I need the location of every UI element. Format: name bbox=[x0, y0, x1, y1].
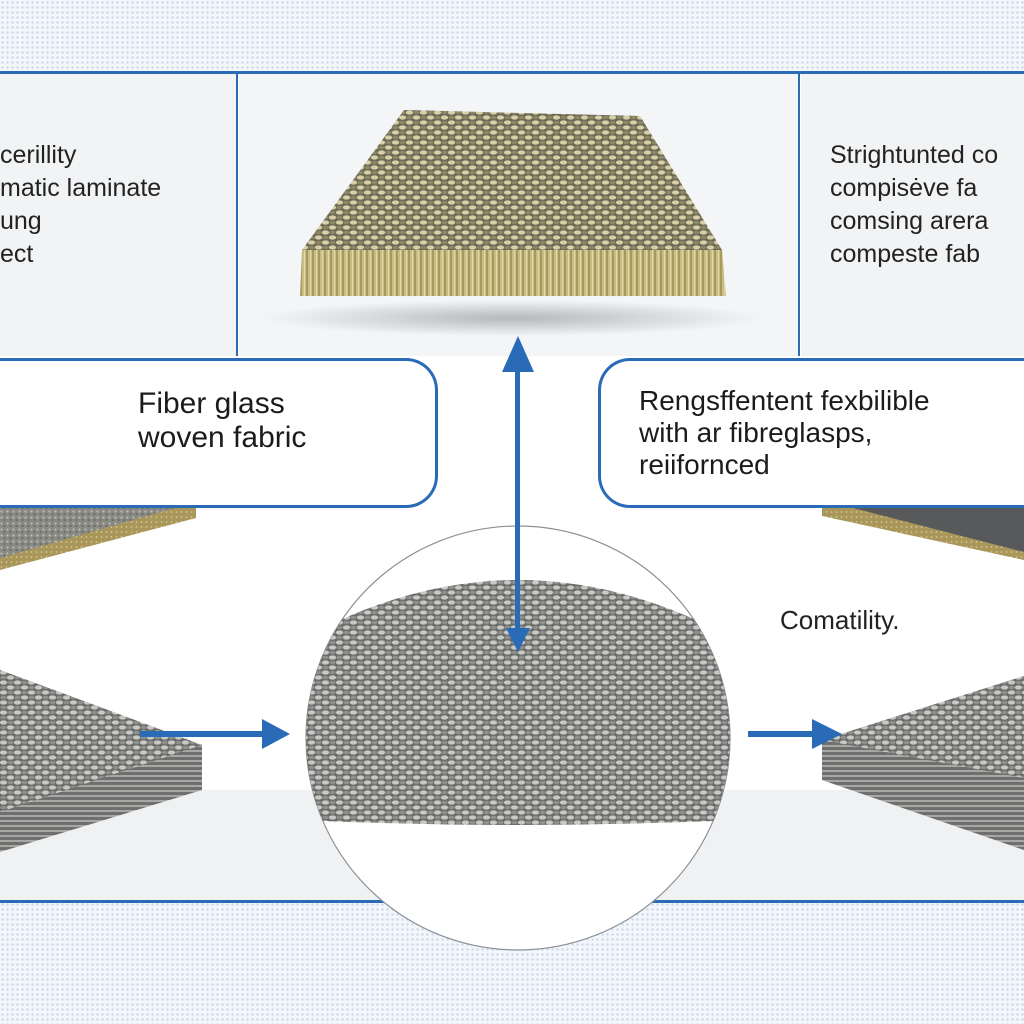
callout-line: with ar fibreglasps, bbox=[639, 417, 873, 448]
arrow-head-down bbox=[506, 628, 530, 652]
callout-line: woven fabric bbox=[138, 421, 307, 454]
magnified-weave-texture bbox=[306, 580, 730, 825]
description-line: matic laminate bbox=[0, 174, 162, 202]
callout-reinforced: Rengsffentent fexbilible with ar fibregl… bbox=[598, 358, 1024, 508]
callout-line: Fiber glass bbox=[138, 387, 285, 420]
left-fabric-stack bbox=[0, 670, 202, 852]
top-left-description: cerillity matic laminate ung ect bbox=[0, 139, 161, 271]
callout-line: reiifornced bbox=[639, 449, 770, 480]
top-dotted-band bbox=[0, 0, 1024, 72]
arrow-shaft bbox=[515, 372, 520, 632]
description-line: Strightunted co bbox=[830, 141, 999, 169]
arrow-right-icon bbox=[140, 719, 290, 749]
description-line: ung bbox=[0, 207, 42, 235]
callout-fiber-glass: Fiber glass woven fabric bbox=[0, 358, 438, 508]
top-left-panel bbox=[0, 74, 236, 356]
arrow-head bbox=[262, 719, 290, 749]
stack-surface bbox=[0, 670, 202, 812]
description-line: compisėve fa bbox=[830, 174, 978, 202]
callout-text: Rengsffentent fexbilible with ar fibregl… bbox=[639, 385, 930, 481]
fabric-top-surface bbox=[302, 110, 722, 250]
description-line: compeste fab bbox=[830, 240, 981, 268]
top-border-line bbox=[0, 71, 1024, 74]
caption-comatility: Comatility. bbox=[780, 605, 900, 635]
panel-divider-right bbox=[798, 74, 800, 356]
top-fabric-sample bbox=[262, 110, 762, 336]
right-fabric-stack bbox=[822, 676, 1024, 850]
magnified-weave-circle bbox=[305, 525, 731, 951]
stack-surface bbox=[822, 676, 1024, 778]
description-line: ect bbox=[0, 240, 34, 268]
fabric-fiber-edge bbox=[300, 250, 726, 296]
arrow-right-icon bbox=[748, 719, 842, 749]
arrow-head-up bbox=[502, 336, 534, 372]
arrow-shaft bbox=[140, 731, 268, 737]
panel-divider-left bbox=[236, 74, 238, 356]
top-right-panel bbox=[801, 74, 1024, 356]
arrow-up-down-icon bbox=[502, 336, 534, 652]
description-line: cerillity bbox=[0, 141, 77, 169]
arrow-head bbox=[812, 719, 842, 749]
callout-line: Rengsffentent fexbilible bbox=[639, 385, 930, 416]
sample-shadow bbox=[262, 300, 762, 336]
callout-text: Fiber glass woven fabric bbox=[138, 387, 306, 455]
description-line: comsing arera bbox=[830, 207, 989, 235]
arrow-shaft bbox=[748, 731, 818, 737]
top-right-description: Strightunted co compisėve fa comsing are… bbox=[830, 139, 998, 271]
